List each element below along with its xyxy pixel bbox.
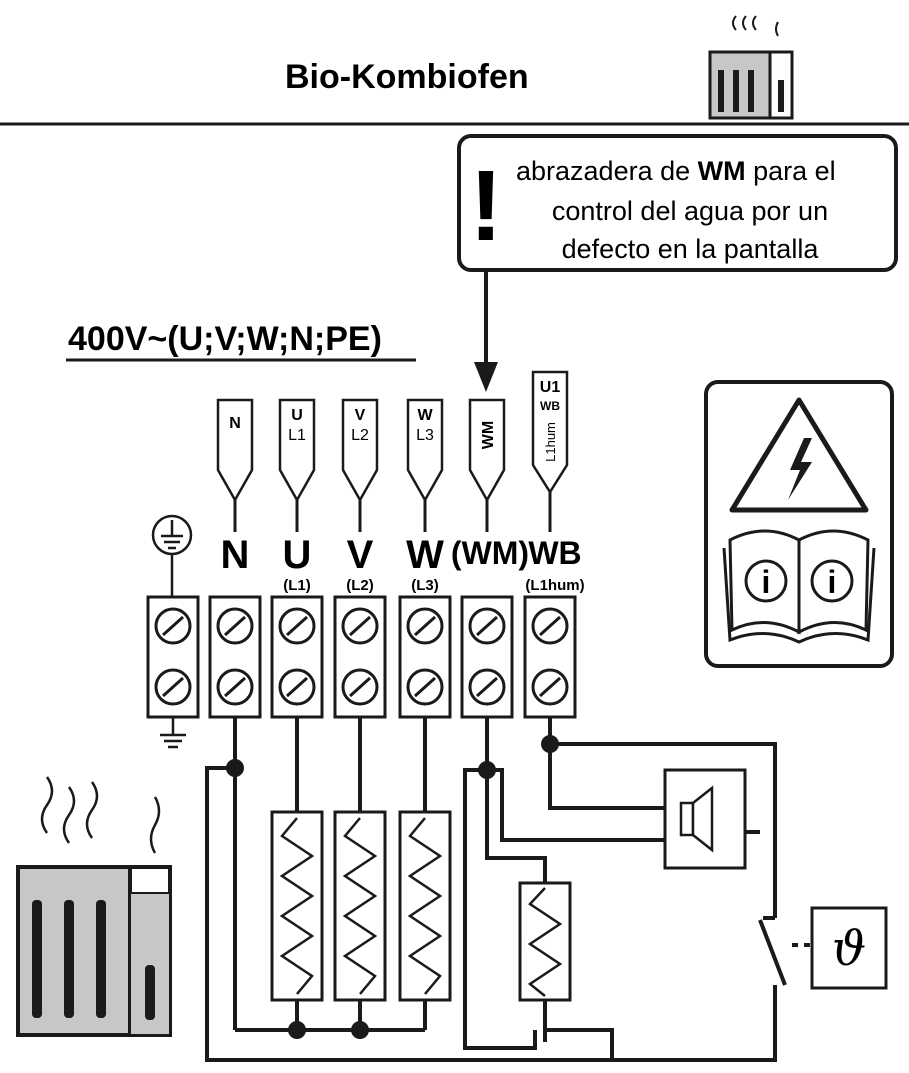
exclamation-icon: ! [469,150,502,262]
cable-tag-wb [531,370,569,495]
cable-tag-v-sub: L2 [351,427,369,444]
note-line-3: defecto en la pantalla [562,234,820,264]
thermostat-symbol: ϑ [832,921,866,977]
cable-tags [216,370,569,503]
thermostat-switch [758,916,812,1000]
pe-ground-icon [160,717,186,749]
cable-tag-u-label: U [291,407,303,424]
cable-tag-u-sub: L1 [288,427,306,444]
terminal-label-w: W [406,533,444,577]
ground-icon [151,514,193,597]
cable-tag-w [406,398,444,503]
cable-tag-wb-sub: L1hum [543,422,558,462]
stove-icon [16,776,172,1037]
terminal-label-wb: WB [528,535,581,571]
terminal-label-n: N [221,533,250,577]
horn-icon [663,768,747,870]
note-line-2: control del agua por un [552,196,828,226]
open-manual-info-icon: i i [722,529,876,644]
heater-wm [518,881,572,1002]
page-title: Bio-Kombiofen [285,58,529,96]
terminal-block [146,595,577,719]
terminal-sublabel-v: (L2) [346,577,374,594]
cable-tag-w-label: W [417,407,433,424]
terminal-label-wm: (WM) [451,535,529,571]
terminal-sublabel-w: (L3) [411,577,439,594]
cable-tag-n [216,398,254,503]
terminal-sublabel-u: (L1) [283,577,311,594]
cable-tag-v-label: V [355,407,366,424]
cable-tag-wb-mid: WB [540,399,560,413]
safety-panel: i i [704,380,894,668]
info-glyph-right: i [828,564,837,600]
cable-tag-u [278,398,316,503]
cable-tag-n-label: N [229,415,241,432]
stove-icon-small [708,15,794,120]
thermostat-icon: ϑ [810,906,888,990]
terminal-sublabel-wb: (L1hum) [525,577,584,594]
heater-elements [270,810,572,1002]
terminal-label-u: U [283,533,312,577]
info-glyph-left: i [762,564,771,600]
note-arrow-head [474,362,498,392]
supply-label: 400V~(U;V;W;N;PE) [68,320,382,358]
terminal-label-v: V [347,533,374,577]
cable-tag-wm [468,398,506,503]
cable-tag-v [341,398,379,503]
cable-tag-wm-label: WM [480,421,497,449]
note-line-1: abrazadera de WM para el [516,156,836,186]
junction-dots [226,735,559,1039]
warning-note: ! abrazadera de WM para el control del a… [457,134,898,272]
cable-tag-wb-top: U1 [540,379,561,396]
lightning-warning-icon [729,397,869,513]
cable-tag-w-sub: L3 [416,427,434,444]
